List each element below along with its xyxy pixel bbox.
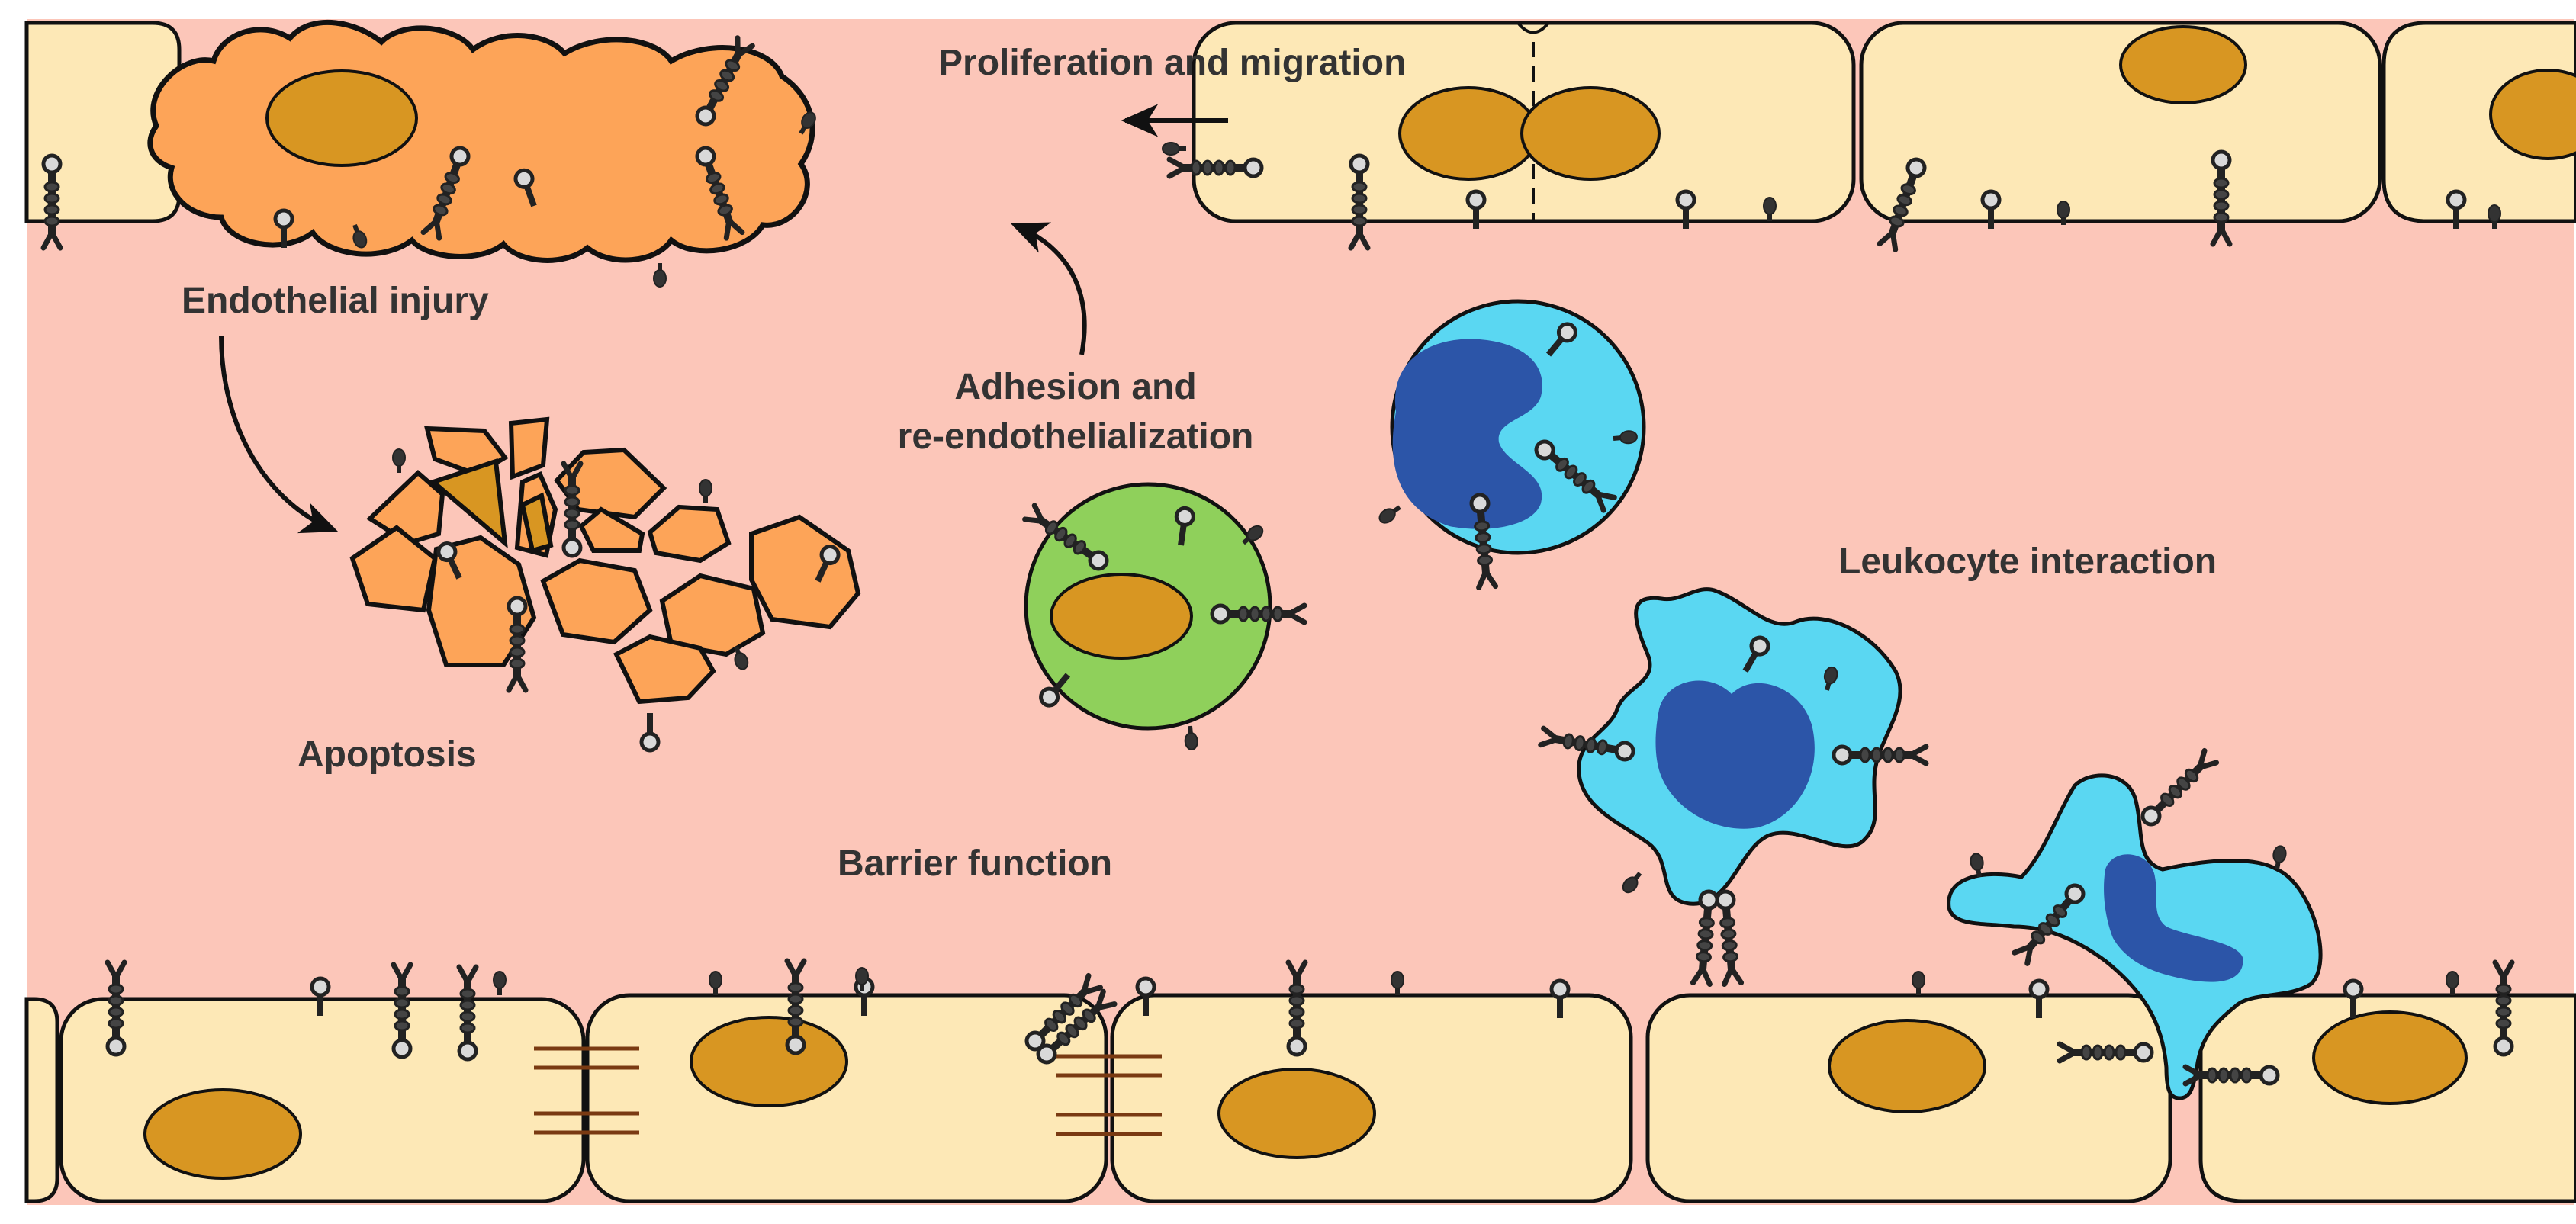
nucleus bbox=[1050, 573, 1193, 660]
cell-fragment bbox=[508, 416, 550, 480]
leukocyte-nucleus bbox=[2104, 854, 2243, 982]
progenitor-cell bbox=[1025, 482, 1304, 750]
injured-endothelial-cell bbox=[147, 20, 815, 263]
leukocyte-nucleus bbox=[1655, 680, 1815, 829]
nucleus bbox=[690, 1016, 848, 1107]
label-proliferation-migration: Proliferation and migration bbox=[938, 43, 1406, 83]
label-endothelial-injury: Endothelial injury bbox=[182, 281, 489, 321]
leukocyte-nucleus bbox=[1392, 339, 1542, 529]
endothelial-cell bbox=[1859, 21, 2382, 223]
nucleus bbox=[1217, 1068, 1376, 1159]
nucleus bbox=[2119, 25, 2247, 104]
nucleus bbox=[1828, 1019, 1986, 1113]
cell-fragment bbox=[749, 514, 861, 630]
nucleus bbox=[1398, 86, 1539, 181]
cell-fragment bbox=[540, 557, 653, 645]
label-adhesion-line1: Adhesion and bbox=[954, 367, 1196, 407]
cell-fragment bbox=[349, 525, 438, 613]
tight-junction bbox=[534, 1046, 639, 1135]
nucleus bbox=[2489, 69, 2576, 160]
label-adhesion-line2: re-endothelialization bbox=[898, 416, 1254, 457]
nucleus bbox=[265, 69, 418, 167]
bottom-endothelium bbox=[24, 993, 2576, 1203]
label-apoptosis: Apoptosis bbox=[297, 734, 477, 775]
leukocyte-spreading bbox=[1541, 587, 1926, 985]
cell-fragment bbox=[554, 447, 667, 520]
leukocyte-round bbox=[1377, 299, 1646, 588]
re-endothelialization-arrow bbox=[1011, 222, 1087, 355]
nucleus-fragment bbox=[519, 492, 554, 554]
label-leukocyte-interaction: Leukocyte interaction bbox=[1838, 541, 2217, 582]
endothelial-cell bbox=[585, 993, 1108, 1203]
cell-fragment bbox=[613, 634, 716, 705]
endothelial-cell bbox=[59, 997, 586, 1203]
nucleus bbox=[143, 1088, 302, 1180]
arrows bbox=[219, 104, 1228, 534]
tight-junction bbox=[1056, 1054, 1162, 1136]
endothelial-cell bbox=[24, 997, 59, 1203]
cell-fragment bbox=[578, 506, 645, 553]
apoptotic-cell bbox=[349, 416, 861, 750]
label-barrier-function: Barrier function bbox=[838, 843, 1112, 884]
leukocyte-transmigrating bbox=[1947, 750, 2323, 1100]
labels: Proliferation and migration Endothelial … bbox=[182, 43, 2217, 884]
nucleus-fragment bbox=[428, 458, 508, 549]
nucleus bbox=[1520, 86, 1661, 181]
apoptosis-arrow bbox=[219, 335, 339, 534]
top-endothelium bbox=[24, 20, 2576, 263]
nucleus bbox=[2312, 1010, 2468, 1105]
cell-fragment bbox=[647, 504, 732, 564]
